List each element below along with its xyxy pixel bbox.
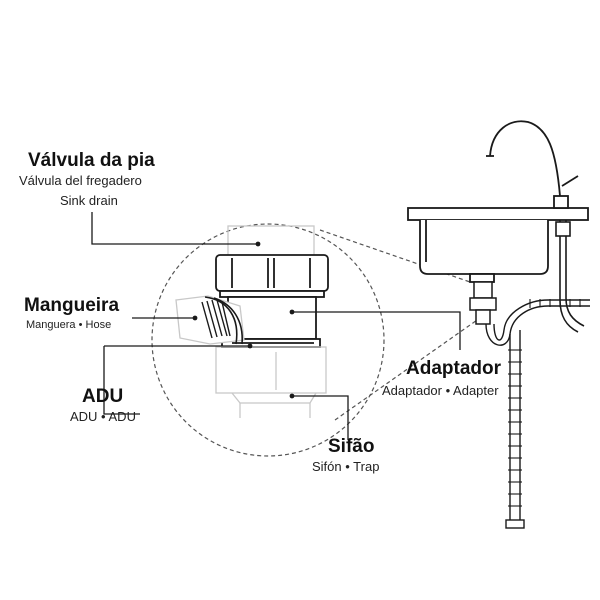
faucet <box>486 120 579 209</box>
label-adu-title: ADU <box>82 386 124 407</box>
leader-sifao <box>292 395 349 440</box>
sink <box>407 207 589 283</box>
detail-circle <box>151 223 385 457</box>
label-adaptador-sub: Adaptador • Adapter <box>382 383 499 398</box>
label-mangueira-title: Mangueira <box>24 295 120 316</box>
supply-hoses <box>555 220 585 333</box>
zoom-connector-bottom <box>334 317 481 421</box>
drain-assembly <box>469 281 497 325</box>
label-mangueira-sub-b: Hose <box>85 319 112 331</box>
leader-valvula <box>91 212 258 245</box>
detail-trap <box>215 346 327 418</box>
label-mangueira-sub: Manguera • Hose <box>26 318 111 332</box>
detail-sink-drain <box>227 225 315 259</box>
trap-hose-end <box>505 519 525 529</box>
leader-dot-mangueira <box>192 315 198 321</box>
zoom-connector-top <box>319 229 471 283</box>
label-sifao-sub: Sifón • Trap <box>312 459 380 474</box>
leader-adu <box>103 346 140 415</box>
label-valvula-line1: Válvula del fregadero <box>19 173 142 188</box>
leader-dot-valvula <box>255 241 261 247</box>
leader-dot-sifao <box>289 393 295 399</box>
label-adu-sub: ADU • ADU <box>70 409 136 424</box>
detail-hose <box>175 295 245 345</box>
leader-dot-adu <box>247 343 253 349</box>
trap-hose <box>485 299 590 520</box>
label-sifao-title: Sifão <box>328 436 375 457</box>
trap-hose-ribs <box>508 299 581 507</box>
label-mangueira-sep: • <box>78 319 83 331</box>
label-adaptador-title: Adaptador <box>406 358 501 379</box>
label-mangueira-sub-a: Manguera <box>26 319 76 331</box>
leader-dot-adaptador <box>289 309 295 315</box>
label-valvula-line2: Sink drain <box>60 193 118 208</box>
label-valvula-title: Válvula da pia <box>28 150 155 171</box>
leader-adaptador <box>292 311 461 350</box>
